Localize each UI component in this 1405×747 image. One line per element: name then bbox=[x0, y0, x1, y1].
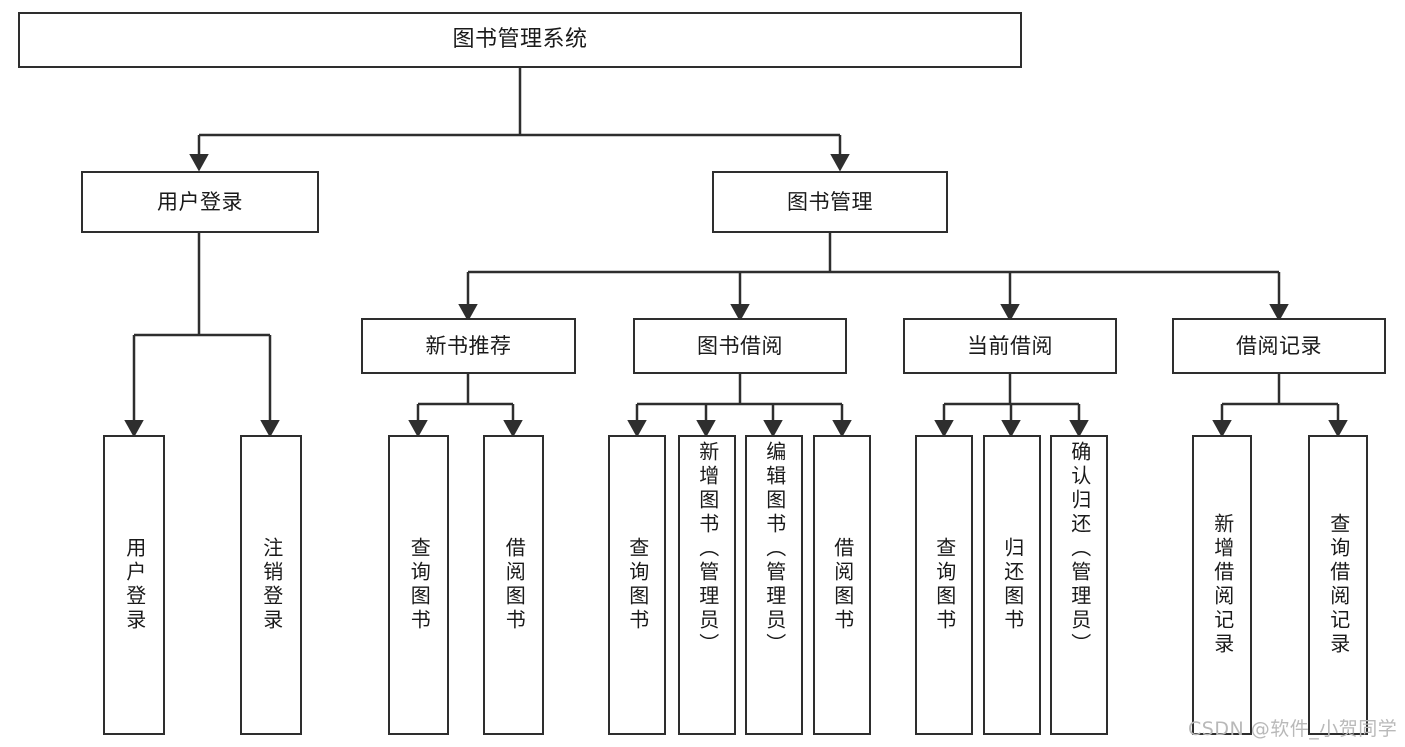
node-label: 查询图书 bbox=[625, 537, 650, 633]
leaf-borrow-book-borrow[interactable]: 借阅图书 bbox=[813, 435, 871, 735]
node-label: 查询借阅记录 bbox=[1326, 513, 1351, 657]
node-current-borrow[interactable]: 当前借阅 bbox=[903, 318, 1117, 374]
node-label: 借阅图书 bbox=[502, 537, 527, 633]
node-label: 查询图书 bbox=[932, 537, 957, 633]
leaf-add-borrow-record[interactable]: 新增借阅记录 bbox=[1192, 435, 1252, 735]
node-label: 新增图书（管理员） bbox=[695, 441, 720, 657]
node-new-book-recommend[interactable]: 新书推荐 bbox=[361, 318, 576, 374]
leaf-add-book-admin[interactable]: 新增图书（管理员） bbox=[678, 435, 736, 735]
node-label: 借阅图书 bbox=[830, 537, 855, 633]
node-user-login[interactable]: 用户登录 bbox=[81, 171, 319, 233]
node-label: 编辑图书（管理员） bbox=[762, 441, 787, 657]
node-label: 图书借阅 bbox=[697, 333, 783, 358]
node-root-book-management-system[interactable]: 图书管理系统 bbox=[18, 12, 1022, 68]
leaf-logout-login[interactable]: 注销登录 bbox=[240, 435, 302, 735]
node-label: 归还图书 bbox=[1000, 537, 1025, 633]
leaf-edit-book-admin[interactable]: 编辑图书（管理员） bbox=[745, 435, 803, 735]
node-label: 新书推荐 bbox=[425, 333, 512, 358]
leaf-query-book-recommend[interactable]: 查询图书 bbox=[388, 435, 449, 735]
leaf-query-book-current[interactable]: 查询图书 bbox=[915, 435, 973, 735]
leaf-query-borrow-record[interactable]: 查询借阅记录 bbox=[1308, 435, 1368, 735]
node-borrow-record[interactable]: 借阅记录 bbox=[1172, 318, 1386, 374]
watermark-text: CSDN @软件_小贺同学 bbox=[1188, 718, 1398, 740]
node-label: 用户登录 bbox=[157, 189, 243, 214]
node-label: 查询图书 bbox=[407, 537, 432, 633]
node-label: 借阅记录 bbox=[1236, 333, 1322, 358]
node-label: 新增借阅记录 bbox=[1210, 513, 1235, 657]
node-label: 当前借阅 bbox=[967, 333, 1053, 358]
node-book-management[interactable]: 图书管理 bbox=[712, 171, 948, 233]
node-label: 确认归还（管理员） bbox=[1067, 441, 1092, 657]
node-label: 用户登录 bbox=[122, 537, 147, 633]
leaf-confirm-return-admin[interactable]: 确认归还（管理员） bbox=[1050, 435, 1108, 735]
leaf-borrow-book-recommend[interactable]: 借阅图书 bbox=[483, 435, 544, 735]
node-book-borrow[interactable]: 图书借阅 bbox=[633, 318, 847, 374]
leaf-user-login[interactable]: 用户登录 bbox=[103, 435, 165, 735]
node-label: 图书管理系统 bbox=[452, 27, 588, 53]
node-label: 图书管理 bbox=[787, 189, 873, 214]
leaf-query-book-borrow[interactable]: 查询图书 bbox=[608, 435, 666, 735]
node-label: 注销登录 bbox=[259, 537, 284, 633]
leaf-return-book[interactable]: 归还图书 bbox=[983, 435, 1041, 735]
